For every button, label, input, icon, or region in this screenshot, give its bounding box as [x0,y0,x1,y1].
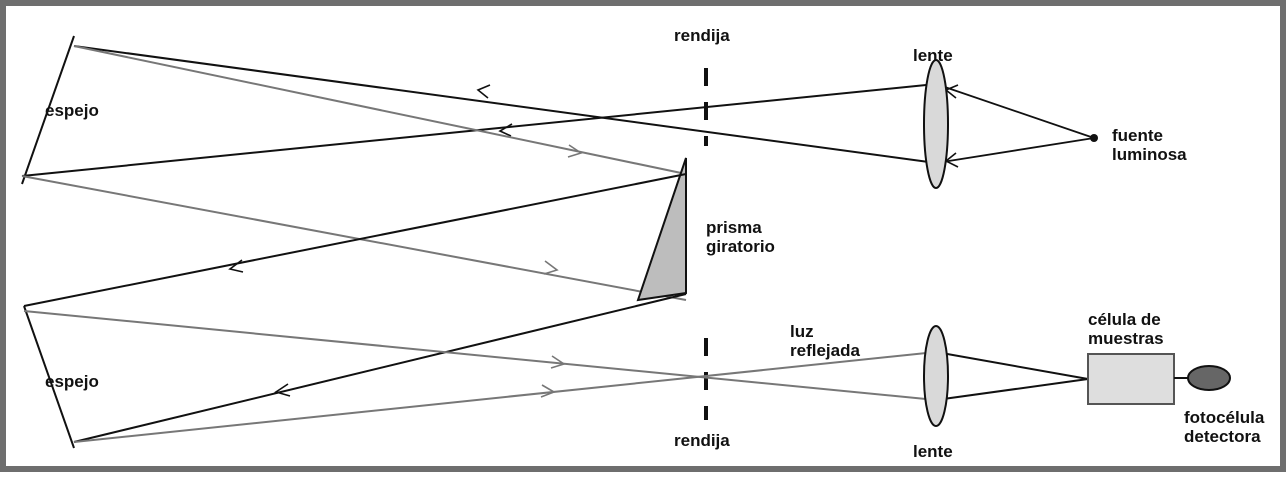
reflected-light-label-line2: reflejada [790,341,860,360]
prism-label-line1: prisma [706,218,762,237]
arrow-top-lower [498,123,513,137]
lens-bottom [923,325,949,427]
mirror-top-label: espejo [45,101,99,120]
light-source-dot [1090,134,1098,142]
arrow-gray-3 [550,355,566,369]
ray-lens-to-cell-lower [935,378,1089,401]
arrow-top-upper [476,84,491,99]
ray-prism-to-mirror-bottom-upper [23,173,687,307]
arrow-prism-upper [228,259,244,273]
ray-source-to-lens-lower [935,137,1095,164]
detector-label-line1: fotocélula [1184,408,1265,427]
photocell-detector [1187,365,1231,391]
light-source-label-line2: luminosa [1112,145,1187,164]
ray-lens-to-mirror-top-upper [73,45,937,164]
mirror-bottom [23,305,75,449]
lens-top [923,59,949,189]
detector-label-line2: detectora [1184,427,1261,446]
arrow-gray-4 [540,384,556,398]
ray-mirror-to-prism-lower [21,175,687,301]
lens-top-label: lente [913,46,953,65]
light-source-label-line1: fuente [1112,126,1163,145]
prism-label-line2: giratorio [706,237,775,256]
ray-mirror-to-prism-upper [73,45,687,175]
light-source-label: fuente luminosa [1112,126,1187,164]
sample-cell-label: célula de muestras [1088,310,1164,348]
sample-cell-label-line1: célula de [1088,310,1161,329]
sample-cell [1087,353,1175,405]
arrow-gray-2 [543,260,559,275]
reflected-light-label-line1: luz [790,322,814,341]
optical-path-drawing [21,35,1231,449]
ray-mirror-to-lens-bottom-lower [73,351,937,443]
slit-top-label: rendija [674,26,730,45]
prism-label: prisma giratorio [706,218,775,256]
arrow-prism-lower [274,383,291,397]
mirror-bottom-label: espejo [45,372,99,391]
mirror-top [21,35,75,185]
sample-cell-label-line2: muestras [1088,329,1164,348]
slit-bottom-label: rendija [674,431,730,450]
ray-lens-to-cell-upper [935,351,1089,380]
arrow-gray-1 [567,144,583,158]
ray-prism-to-mirror-bottom-lower [73,293,687,443]
detector-label: fotocélula detectora [1184,408,1264,446]
reflected-light-label: luz reflejada [790,322,860,360]
rotating-prism [636,157,687,302]
lens-bottom-label: lente [913,442,953,461]
ray-source-to-lens-upper [935,83,1095,139]
ray-mirror-to-lens-bottom-upper [23,310,937,401]
